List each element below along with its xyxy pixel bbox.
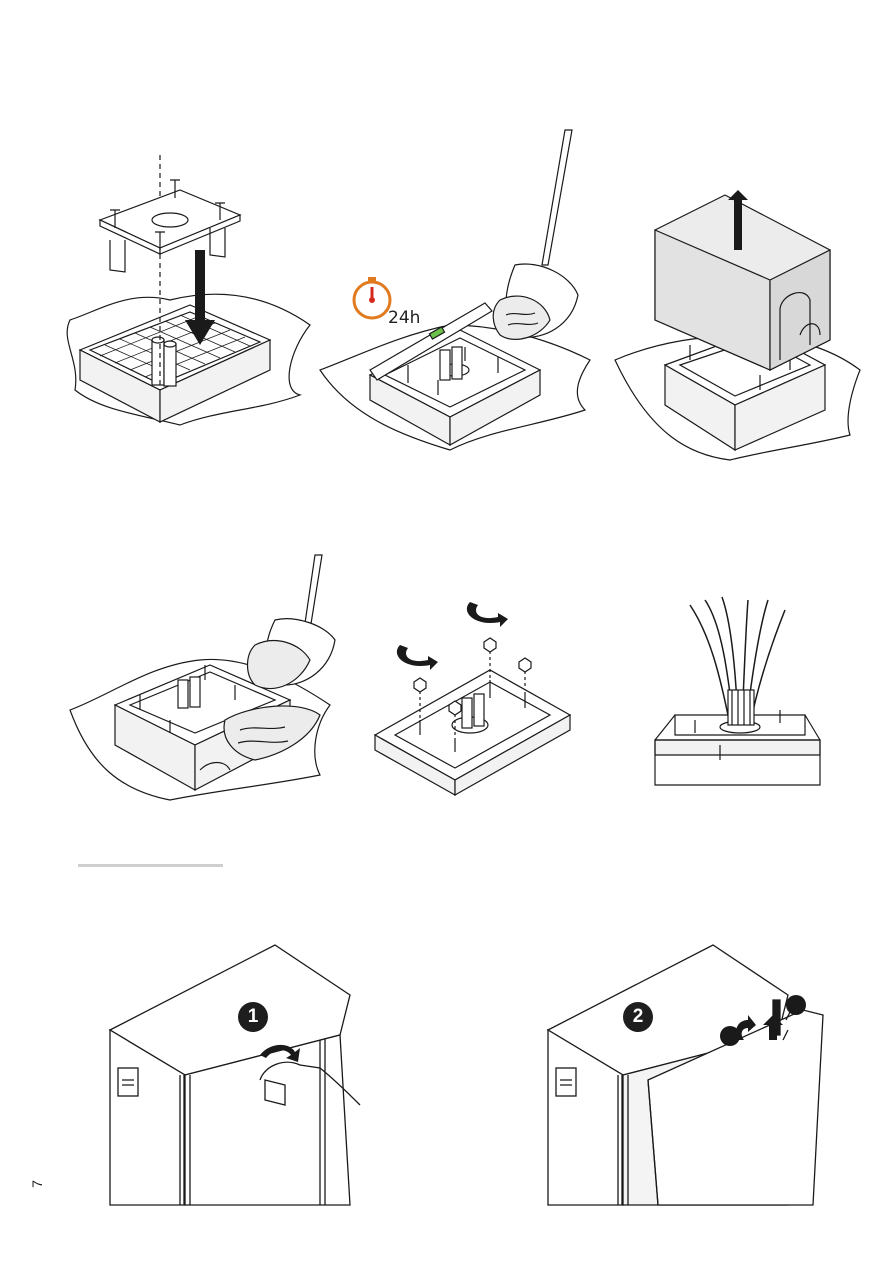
section-divider <box>78 864 223 867</box>
step-base-plate-insertion <box>60 140 320 430</box>
step-cables-routing <box>650 595 825 795</box>
step-tighten-nuts <box>370 590 580 800</box>
step-remove-formwork <box>610 170 870 460</box>
step-level-and-fill: 24h <box>310 125 600 455</box>
step-two-badge: 2 <box>623 1002 653 1032</box>
timer-icon <box>354 277 390 318</box>
step-backfill <box>60 555 340 805</box>
step-unlock-cabinet: 1 <box>110 940 370 1210</box>
step-open-cabinet: 2 <box>548 940 828 1210</box>
page-number: 7 <box>29 1180 45 1188</box>
timer-label: 24h <box>388 308 420 328</box>
step-one-badge: 1 <box>238 1002 268 1032</box>
